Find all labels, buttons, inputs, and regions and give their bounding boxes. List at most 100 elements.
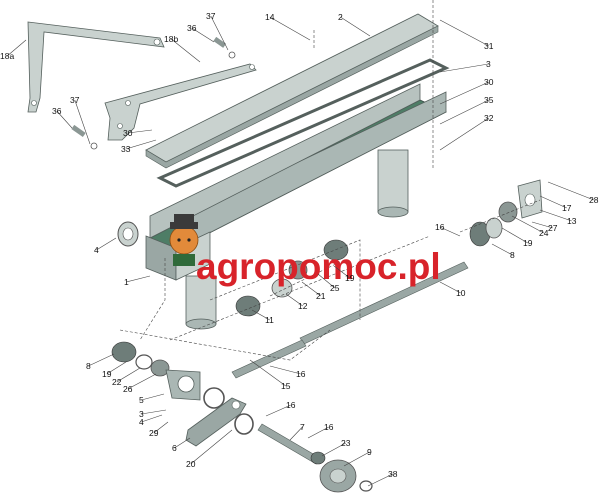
- callout-leader-line: [439, 99, 489, 125]
- callout-leader-line: [439, 81, 489, 105]
- callout-leader-line: [127, 373, 157, 390]
- callout-leader-line: [333, 265, 350, 279]
- callout-leader-line: [125, 139, 157, 150]
- callout-leader-line: [501, 227, 528, 244]
- callout-label-19: 19: [345, 273, 355, 283]
- callout-leader-line: [210, 15, 229, 51]
- callout-leader-line: [106, 361, 127, 375]
- callout-leader-line: [367, 473, 393, 487]
- callout-label-30: 30: [123, 128, 133, 138]
- callout-label-14: 14: [265, 12, 275, 22]
- callout-label-27: 27: [548, 223, 558, 233]
- callout-label-38: 38: [388, 469, 398, 479]
- callout-leader-line: [56, 110, 73, 129]
- callout-leader-line: [74, 99, 91, 145]
- callout-label-21: 21: [316, 291, 326, 301]
- callout-leader-line: [171, 38, 201, 63]
- callout-label-31: 31: [484, 41, 494, 51]
- callout-label-9: 9: [367, 447, 372, 457]
- callout-label-23: 23: [341, 438, 351, 448]
- callout-label-29: 29: [149, 428, 159, 438]
- callout-leader-line: [153, 421, 169, 434]
- callout-label-12: 12: [298, 301, 308, 311]
- callout-leader-line: [531, 221, 553, 229]
- callout-leader-line: [439, 63, 489, 73]
- callout-leader-line: [269, 365, 301, 375]
- callout-label-8: 8: [510, 250, 515, 260]
- callout-label-2: 2: [338, 12, 343, 22]
- callout-label-30: 30: [484, 77, 494, 87]
- callout-label-3: 3: [486, 59, 491, 69]
- callout-label-37: 37: [70, 95, 80, 105]
- callout-leader-line: [269, 16, 311, 41]
- bolt-36-left: [71, 124, 98, 150]
- callout-leader-line: [307, 426, 329, 439]
- callout-leader-line: [343, 451, 370, 467]
- callout-leader-line: [289, 426, 303, 441]
- callout-leader-line: [116, 367, 141, 383]
- flange-6: [185, 397, 247, 447]
- callout-label-17: 17: [562, 203, 572, 213]
- callout-label-4: 4: [94, 245, 99, 255]
- callout-label-16: 16: [324, 422, 334, 432]
- callout-leader-line: [191, 27, 215, 43]
- callout-label-16: 16: [286, 400, 296, 410]
- callout-leader-line: [249, 359, 286, 387]
- callout-leader-line: [96, 237, 117, 251]
- callout-label-18b: 18b: [164, 34, 178, 44]
- callout-leader-line: [7, 39, 27, 57]
- callout-label-15: 15: [281, 381, 291, 391]
- callout-label-24: 24: [539, 228, 549, 238]
- callout-leader-line: [340, 16, 371, 37]
- callout-leader-line: [439, 19, 489, 47]
- callout-label-33: 33: [121, 144, 131, 154]
- callout-label-20: 20: [186, 459, 196, 469]
- assembly-lines: [119, 0, 541, 361]
- shaft-15: [231, 339, 307, 379]
- callout-layer: 123344567889101112131415161616161718a18b…: [0, 11, 599, 487]
- bracket-18a: [27, 21, 165, 113]
- callout-label-35: 35: [484, 95, 494, 105]
- callout-label-32: 32: [484, 113, 494, 123]
- callout-label-8: 8: [86, 361, 91, 371]
- callout-leader-line: [265, 404, 291, 417]
- callout-label-37: 37: [206, 11, 216, 21]
- callout-leader-line: [301, 281, 321, 297]
- callout-label-10: 10: [456, 288, 466, 298]
- parts-cluster: [111, 201, 518, 493]
- callout-leader-line: [126, 275, 151, 283]
- callout-label-16: 16: [435, 222, 445, 232]
- conveyor-trough: [145, 13, 450, 330]
- callout-label-11: 11: [265, 315, 274, 325]
- callout-leader-line: [285, 293, 303, 307]
- callout-label-25: 25: [330, 283, 340, 293]
- callout-leader-line: [439, 117, 489, 151]
- callout-label-22: 22: [112, 377, 122, 387]
- callout-leader-line: [439, 281, 461, 294]
- callout-leader-line: [88, 353, 115, 367]
- callout-label-26: 26: [123, 384, 133, 394]
- bearing-bracket-13: [517, 179, 543, 219]
- callout-label-6: 6: [172, 443, 177, 453]
- callout-leader-line: [317, 273, 335, 289]
- bearing-housing-5: [165, 369, 201, 401]
- callout-label-5: 5: [139, 395, 144, 405]
- callout-label-28: 28: [589, 195, 599, 205]
- callout-label-4: 4: [139, 417, 144, 427]
- callout-label-19: 19: [523, 238, 533, 248]
- callout-label-1: 1: [124, 277, 129, 287]
- callout-label-18a: 18a: [0, 51, 14, 61]
- watermark-text: agropomoc.pl: [196, 246, 441, 287]
- callout-label-3: 3: [139, 409, 144, 419]
- watermark: agropomoc.pl: [169, 214, 441, 287]
- callout-leader-line: [141, 414, 163, 423]
- callout-leader-line: [511, 215, 544, 234]
- callout-label-36: 36: [52, 106, 62, 116]
- callout-leader-line: [547, 181, 594, 201]
- callout-label-13: 13: [567, 216, 577, 226]
- callout-leader-line: [141, 409, 167, 415]
- bracket-18b: [104, 63, 257, 141]
- callout-label-16: 16: [296, 369, 306, 379]
- callout-leader-line: [439, 226, 461, 237]
